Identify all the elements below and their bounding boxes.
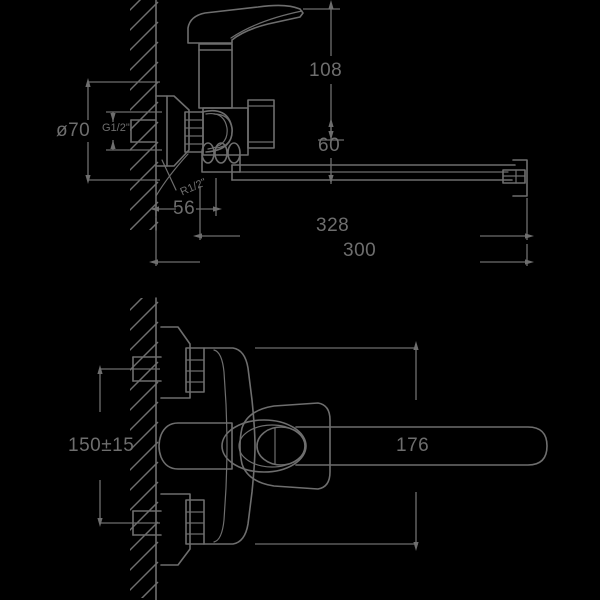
dim-label-wall-to-body: 56: [173, 198, 195, 219]
dim-label-inlet-centres: 150±15: [68, 435, 134, 456]
dim-label-handle-height: 108: [309, 60, 342, 81]
union-nut-upper: [185, 347, 205, 393]
union-nut-lower: [185, 499, 205, 545]
mixer-body: [202, 107, 249, 156]
mixer-body-plan: [203, 347, 256, 545]
dim-label-body-width: 176: [396, 435, 429, 456]
dim-label-spout-total-length: 328: [316, 215, 349, 236]
escutcheon-cone-upper: [160, 326, 191, 399]
dim-inlet-to-spout: 60: [318, 118, 340, 184]
dim-inlet-thread: G1/2": [102, 111, 162, 151]
escutcheon-cone-lower: [160, 493, 191, 566]
leader-thread-outlet: [161, 159, 177, 191]
escutcheon-cone: [155, 95, 190, 167]
top-plan-view: 150±15 176: [68, 297, 548, 600]
cartridge-column: [198, 43, 233, 109]
union-nut: [184, 111, 204, 153]
dim-label-inlet-to-spout: 60: [318, 135, 340, 156]
spout-plan: [295, 426, 548, 466]
valve-spindles: [201, 142, 241, 173]
lever-handle-crease: [230, 10, 303, 39]
dim-handle-height: 108: [303, 0, 344, 141]
mixer-body-plan-inner: [213, 349, 228, 543]
wall-hatch-top: [130, 0, 159, 230]
dim-spout-reach: 300: [149, 218, 534, 266]
dim-wall-to-body: 56: [150, 178, 222, 219]
dim-body-width: 176: [255, 341, 429, 551]
wall-hatch-bottom: [130, 298, 159, 598]
spout-aerator: [502, 159, 528, 197]
dim-flange-diameter: ø70: [56, 78, 160, 184]
spout-tube: [231, 164, 516, 181]
leader-56: [155, 153, 189, 197]
lever-handle-plan: [158, 402, 331, 490]
dim-inlet-centres: 150±15: [68, 365, 160, 527]
dim-label-inlet-thread: G1/2": [102, 122, 130, 134]
side-elevation-view: ø70 G1/2" R1/2" 56: [56, 0, 534, 266]
dim-spout-total-length: 328: [193, 186, 534, 240]
dim-label-spout-reach: 300: [343, 240, 376, 261]
dim-label-outlet-thread: R1/2": [179, 176, 209, 198]
lever-handle: [187, 4, 304, 44]
outlet-union: [247, 99, 275, 149]
dim-label-flange-diameter: ø70: [56, 120, 90, 141]
